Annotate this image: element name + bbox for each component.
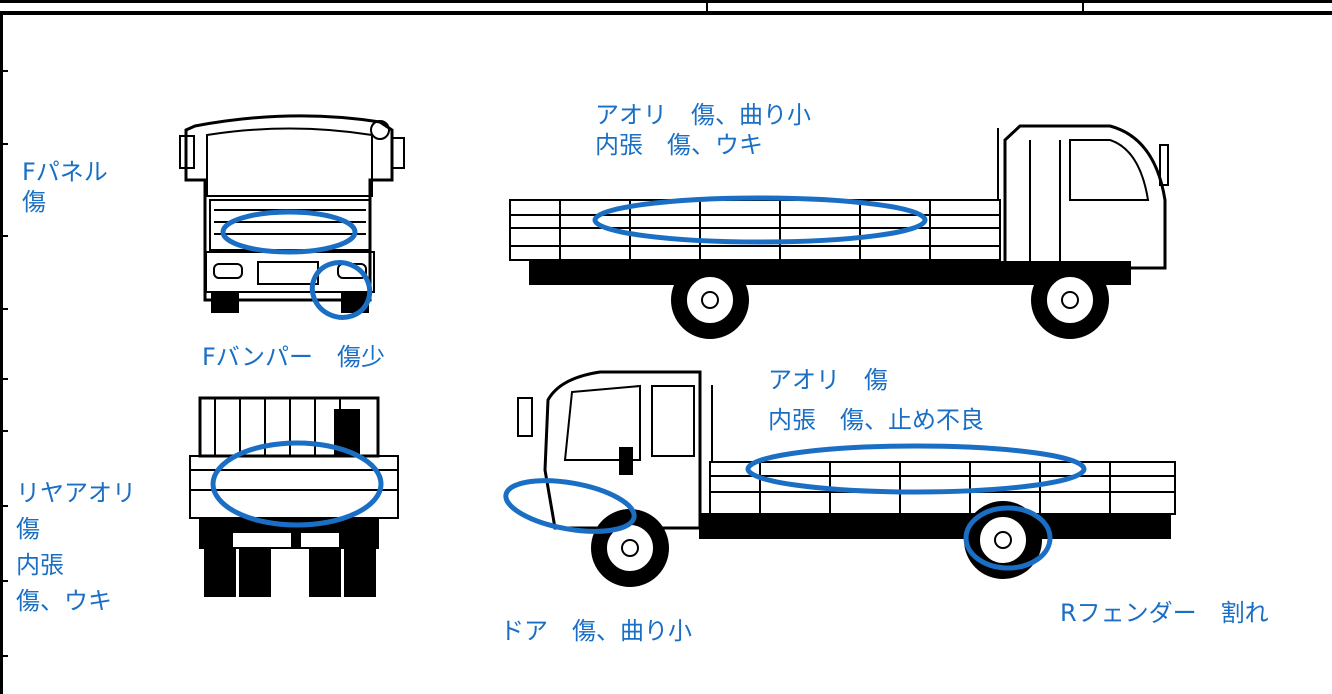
rear-label: リヤアオリ 傷 内張 傷、ウキ: [16, 479, 136, 615]
damage-marker-front-bumper: [309, 260, 373, 320]
header-divider-line: [0, 11, 1332, 15]
rear-fender-label: Rフェンダー 割れ: [1060, 599, 1269, 627]
damage-marker-rear-gate: [210, 440, 384, 528]
damage-marker-side-top-gate: [592, 195, 928, 245]
truck-rear-view-icon: [189, 396, 399, 597]
row-tick: [0, 143, 8, 145]
front-bumper-label: Fバンパー 傷少: [202, 343, 386, 371]
truck-front-view-icon: [179, 114, 405, 313]
damage-marker-side-bottom-gate: [745, 443, 1087, 495]
row-tick: [0, 655, 8, 657]
row-tick: [0, 70, 8, 72]
row-tick: [0, 580, 8, 582]
header-cell-divider-1: [706, 0, 708, 12]
row-tick: [0, 235, 8, 237]
row-tick: [0, 505, 8, 507]
row-tick: [0, 378, 8, 380]
header-cell-divider-2: [1082, 0, 1084, 12]
front-panel-label: Fパネル 傷: [22, 158, 108, 216]
truck-right-side-view-icon: [517, 370, 1176, 587]
truck-left-side-view-icon: [509, 124, 1169, 339]
row-tick: [0, 308, 8, 310]
left-border-line: [0, 12, 3, 694]
door-label: ドア 傷、曲り小: [500, 617, 692, 645]
top-border-line: [0, 0, 1332, 3]
side-top-label: アオリ 傷、曲り小 内張 傷、ウキ: [595, 101, 811, 159]
row-tick: [0, 430, 8, 432]
damage-marker-rear-fender: [963, 505, 1053, 571]
side-bottom-label: アオリ 傷 内張 傷、止め不良: [768, 366, 984, 434]
damage-marker-door: [503, 478, 637, 534]
damage-marker-front-panel: [220, 209, 358, 255]
